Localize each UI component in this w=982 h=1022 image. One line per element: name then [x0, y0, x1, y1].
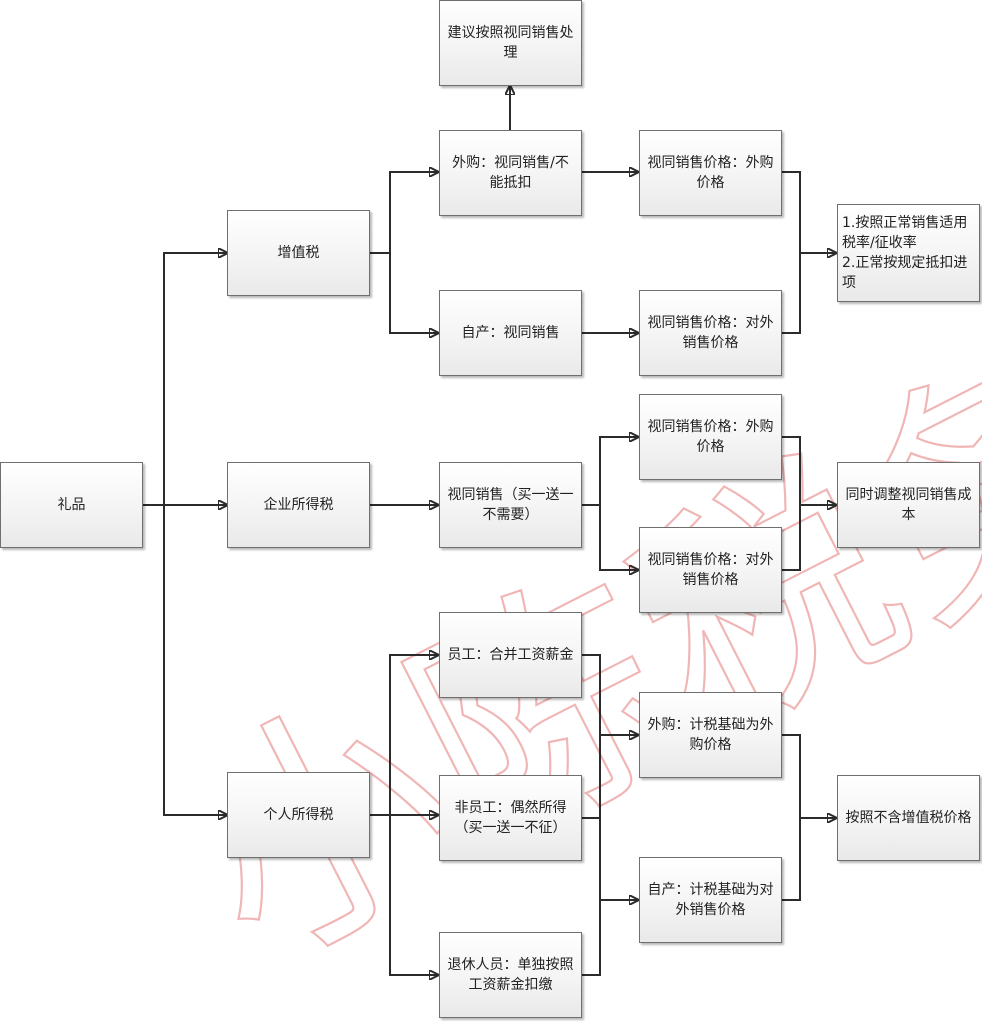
- node-iit-base-purchased: 外购：计税基础为外购价格: [639, 692, 782, 778]
- node-iit-employee: 员工：合并工资薪金: [439, 612, 582, 698]
- node-cit: 企业所得税: [227, 462, 370, 548]
- node-cit-label: 企业所得税: [263, 497, 334, 513]
- node-vat-result: 1.按照正常销售适用税率/征收率 2.正常按规定抵扣进项: [837, 204, 980, 302]
- node-vat-suggest-label: 建议按照视同销售处理: [447, 25, 574, 61]
- node-vat-result-label: 1.按照正常销售适用税率/征收率 2.正常按规定抵扣进项: [842, 215, 968, 291]
- edge-gift-vat: [142, 253, 227, 506]
- node-vat-price-external-label: 视同销售价格：对外销售价格: [647, 315, 774, 351]
- node-cit-price-external-label: 视同销售价格：对外销售价格: [647, 552, 774, 588]
- node-vat: 增值税: [227, 210, 370, 296]
- node-vat-suggest: 建议按照视同销售处理: [439, 0, 582, 86]
- node-iit-label: 个人所得税: [263, 807, 334, 823]
- edge-deemed-price-external: [599, 505, 638, 570]
- edge-cit-prices-result: [780, 436, 836, 571]
- node-iit-non-employee: 非员工：偶然所得（买一送一不征）: [439, 775, 582, 861]
- edge-iit-retired: [389, 815, 438, 975]
- node-vat-self: 自产：视同销售: [439, 290, 582, 376]
- node-iit-base-self-label: 自产：计税基础为对外销售价格: [647, 882, 774, 918]
- node-cit-deemed: 视同销售（买一送一不需要）: [439, 462, 582, 548]
- node-iit-base-purchased-label: 外购：计税基础为外购价格: [647, 717, 774, 753]
- edge-deemed-price-purchased: [580, 437, 638, 506]
- node-iit-employee-label: 员工：合并工资薪金: [447, 647, 574, 663]
- node-iit: 个人所得税: [227, 772, 370, 858]
- node-cit-result: 同时调整视同销售成本: [837, 462, 980, 548]
- edge-iit-bases-result: [780, 734, 836, 901]
- edge-vat-self: [389, 253, 438, 333]
- node-vat-self-label: 自产：视同销售: [461, 325, 560, 341]
- node-iit-base-self: 自产：计税基础为对外销售价格: [639, 857, 782, 943]
- node-gift: 礼品: [0, 462, 143, 548]
- node-vat-purchased: 外购：视同销售/不能抵扣: [439, 130, 582, 216]
- node-iit-retired: 退休人员：单独按照工资薪金扣缴: [439, 932, 582, 1018]
- node-iit-non-employee-label: 非员工：偶然所得（买一送一不征）: [454, 800, 567, 836]
- node-cit-deemed-label: 视同销售（买一送一不需要）: [447, 487, 574, 523]
- edge-vat-purchased: [369, 172, 438, 254]
- edge-vat-prices-result: [780, 171, 836, 334]
- node-vat-label: 增值税: [277, 245, 320, 261]
- node-cit-price-purchased-label: 视同销售价格：外购价格: [647, 419, 774, 455]
- node-iit-result: 按照不含增值税价格: [837, 775, 980, 861]
- edge-gift-iit: [163, 505, 227, 815]
- node-iit-retired-label: 退休人员：单独按照工资薪金扣缴: [447, 957, 574, 993]
- node-vat-price-external: 视同销售价格：对外销售价格: [639, 290, 782, 376]
- node-iit-result-label: 按照不含增值税价格: [845, 810, 972, 826]
- node-cit-result-label: 同时调整视同销售成本: [845, 487, 972, 523]
- node-gift-label: 礼品: [57, 497, 86, 513]
- node-cit-price-external: 视同销售价格：对外销售价格: [639, 527, 782, 613]
- edge-iit-to-base-purchased: [580, 654, 638, 976]
- node-vat-price-purchased: 视同销售价格：外购价格: [639, 130, 782, 216]
- edge-iit-employee: [369, 655, 438, 816]
- node-vat-purchased-label: 外购：视同销售/不能抵扣: [452, 155, 569, 191]
- node-cit-price-purchased: 视同销售价格：外购价格: [639, 394, 782, 480]
- node-vat-price-purchased-label: 视同销售价格：外购价格: [647, 155, 774, 191]
